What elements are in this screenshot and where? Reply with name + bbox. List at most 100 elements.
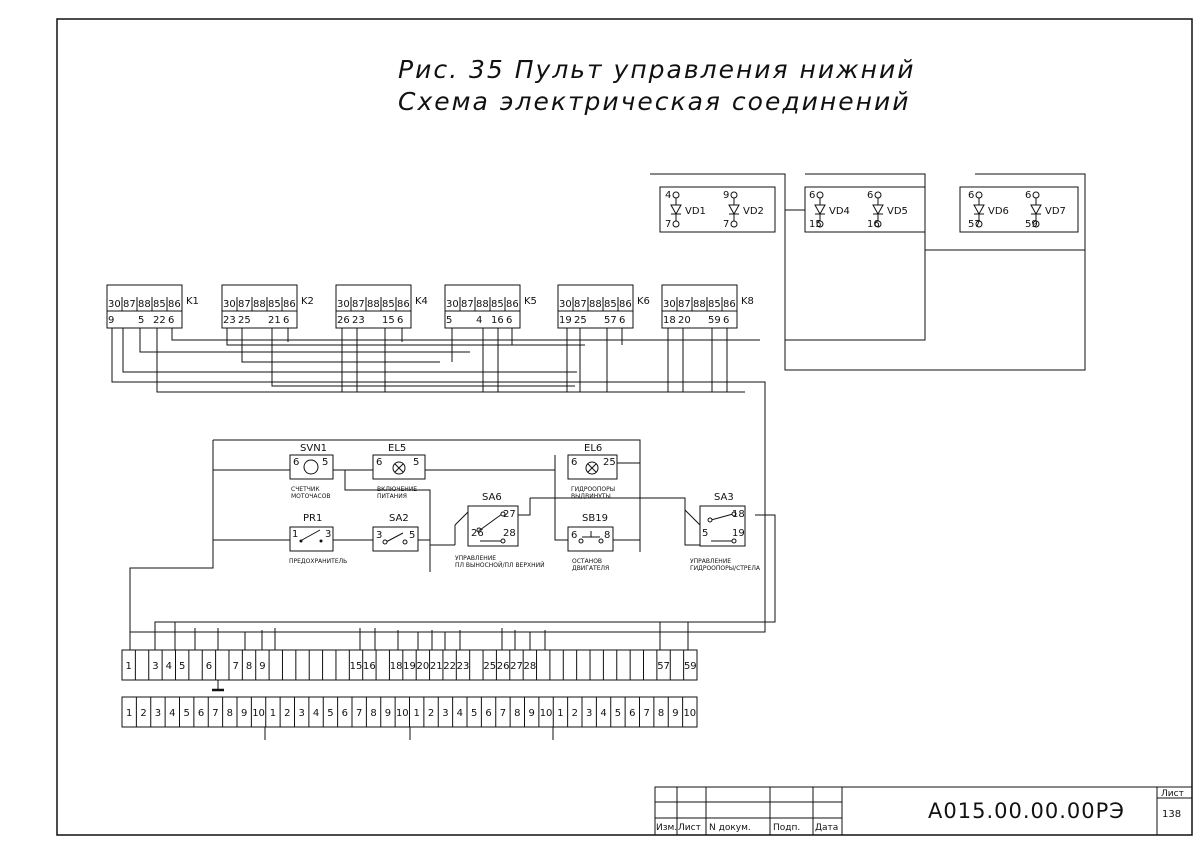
terminal-lower-label: 7 [500, 708, 506, 719]
terminal-lower-label: 8 [514, 708, 520, 719]
terminal-upper-label: 3 [152, 661, 158, 672]
terminal-lower-label: 3 [299, 708, 305, 719]
component-caption: ВЫДВИНУТЫ [571, 493, 611, 500]
relay-wire-label: 23 [223, 315, 236, 326]
pin-label: 6 [571, 530, 577, 541]
title-block-header: Лист [678, 823, 701, 833]
component-caption: ОСТАНОВ [572, 558, 602, 565]
component-caption: ПЛ ВЫНОСНОЙ/ПЛ ВЕРХНИЙ [455, 562, 545, 569]
relay-wire-label: 26 [337, 315, 350, 326]
relay-pin-label: 88 [138, 299, 151, 310]
pin-label: 5 [702, 528, 708, 539]
relay-wire-label: 25 [238, 315, 251, 326]
terminal-upper-label: 26 [497, 661, 510, 672]
relay-pin-label: 86 [506, 299, 519, 310]
terminal-upper-label: 21 [430, 661, 443, 672]
terminal-lower-label: 10 [683, 708, 696, 719]
component-name: SB19 [582, 513, 608, 524]
diode-pin-label: 15 [809, 219, 822, 230]
terminal-lower-label: 6 [198, 708, 204, 719]
sheet-label: Лист [1161, 789, 1184, 799]
relay-name: K8 [741, 296, 754, 307]
relay-wire-label: 15 [382, 315, 395, 326]
relay-pin-label: 30 [559, 299, 572, 310]
terminal-upper-label: 25 [483, 661, 496, 672]
component-caption: ПИТАНИЯ [377, 493, 407, 500]
terminal-lower-label: 9 [529, 708, 535, 719]
drawing-frame [56, 18, 1193, 836]
relay-wire-label: 6 [619, 315, 625, 326]
relay-pin-label: 88 [367, 299, 380, 310]
terminal-upper-label: 59 [684, 661, 697, 672]
drawing-title-line2: Схема электрическая соединений [398, 87, 910, 116]
relay-name: K5 [524, 296, 537, 307]
component-caption: УПРАВЛЕНИЕ [690, 558, 731, 565]
terminal-lower-label: 3 [442, 708, 448, 719]
relay-pin-label: 85 [604, 299, 617, 310]
terminal-lower-label: 1 [557, 708, 563, 719]
relay-pin-label: 87 [461, 299, 474, 310]
terminal-upper-label: 8 [246, 661, 252, 672]
terminal-upper-label: 18 [390, 661, 403, 672]
relay-wire-label: 6 [168, 315, 174, 326]
relay-pin-label: 30 [337, 299, 350, 310]
terminal-lower-label: 10 [540, 708, 553, 719]
component-caption: УПРАВЛЕНИЕ [455, 555, 496, 562]
terminal-upper-label: 9 [259, 661, 265, 672]
title-block-header: Изм. [656, 823, 677, 833]
terminal-lower-label: 2 [428, 708, 434, 719]
terminal-lower-label: 1 [126, 708, 132, 719]
document-code: А015.00.00.00РЭ [928, 799, 1125, 823]
diode-name: VD2 [743, 206, 764, 217]
relay-pin-label: 85 [708, 299, 721, 310]
relay-pin-label: 87 [123, 299, 136, 310]
terminal-lower-label: 7 [212, 708, 218, 719]
relay-pin-label: 30 [223, 299, 236, 310]
relay-wire-label: 18 [663, 315, 676, 326]
terminal-lower-label: 9 [385, 708, 391, 719]
diode-pin-label: 7 [665, 219, 671, 230]
terminal-upper-label: 22 [443, 661, 456, 672]
diode-pin-label: 6 [1025, 190, 1031, 201]
diode-pin-label: 6 [867, 190, 873, 201]
component-caption: ГИДРООПОРЫ [571, 486, 615, 493]
pin-label: 19 [732, 528, 745, 539]
relay-wire-label: 4 [476, 315, 482, 326]
relay-pin-label: 87 [574, 299, 587, 310]
terminal-lower-label: 5 [327, 708, 333, 719]
relay-pin-label: 85 [491, 299, 504, 310]
component-caption: ПРЕДОХРАНИТЕЛЬ [289, 558, 347, 565]
title-block-header: Дата [815, 823, 838, 833]
relay-wire-label: 5 [138, 315, 144, 326]
relay-wire-label: 57 [604, 315, 617, 326]
diode-pin-label: 4 [665, 190, 671, 201]
component-name: SA3 [714, 492, 734, 503]
diode-name: VD6 [988, 206, 1009, 217]
terminal-lower-label: 4 [169, 708, 175, 719]
relay-name: K1 [186, 296, 199, 307]
relay-wire-label: 22 [153, 315, 166, 326]
component-name: SA2 [389, 513, 409, 524]
terminal-lower-label: 8 [227, 708, 233, 719]
pin-label: 18 [732, 509, 745, 520]
terminal-upper-label: 27 [510, 661, 523, 672]
relay-pin-label: 30 [446, 299, 459, 310]
diode-name: VD1 [685, 206, 706, 217]
relay-pin-label: 88 [589, 299, 602, 310]
terminal-upper-label: 4 [166, 661, 172, 672]
terminal-lower-label: 4 [457, 708, 463, 719]
terminal-upper-label: 1 [125, 661, 131, 672]
terminal-upper-label: 7 [232, 661, 238, 672]
diode-name: VD4 [829, 206, 850, 217]
